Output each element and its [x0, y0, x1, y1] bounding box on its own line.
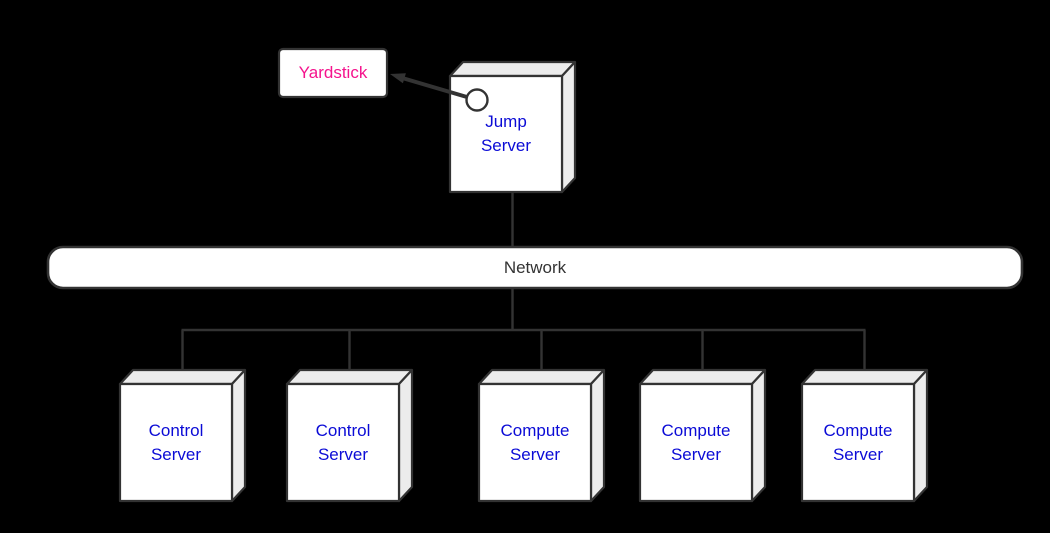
network-bus-bar [46, 245, 1024, 290]
control-server-2-box [285, 368, 414, 503]
server-front-face [800, 382, 916, 503]
server-right-face [589, 368, 606, 503]
jump-server-box [448, 60, 577, 194]
compute-server-1-box [477, 368, 606, 503]
server-top-face [638, 368, 767, 386]
arrow-head-icon [390, 73, 406, 84]
server-top-face [800, 368, 929, 386]
jump-server-front-face [448, 74, 564, 194]
compute-server-3-box [800, 368, 929, 503]
server-front-face [285, 382, 401, 503]
server-top-face [285, 368, 414, 386]
control-server-1-box [118, 368, 247, 503]
arrow-shaft [403, 76, 468, 99]
server-front-face [118, 382, 234, 503]
server-top-face [477, 368, 606, 386]
yardstick-note-box [277, 47, 389, 99]
server-right-face [230, 368, 247, 503]
server-top-face [118, 368, 247, 386]
server-front-face [477, 382, 593, 503]
server-right-face [912, 368, 929, 503]
compute-server-2-box [638, 368, 767, 503]
server-right-face [750, 368, 767, 503]
server-right-face [397, 368, 414, 503]
server-front-face [638, 382, 754, 503]
port-circle-icon [465, 88, 489, 112]
jump-server-top-face [448, 60, 577, 78]
jump-server-right-face [560, 60, 577, 194]
